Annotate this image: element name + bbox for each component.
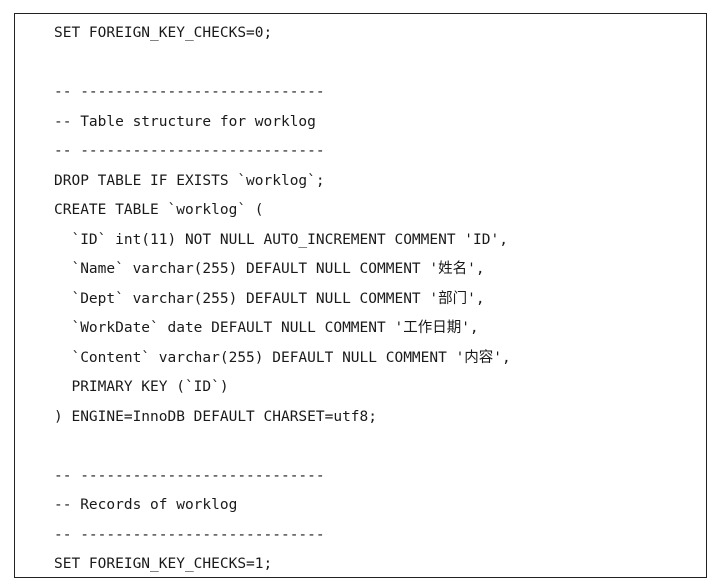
code-line: `Content` varchar(255) DEFAULT NULL COMM…	[54, 349, 511, 366]
code-line	[54, 432, 511, 462]
code-line: `ID` int(11) NOT NULL AUTO_INCREMENT COM…	[54, 231, 508, 248]
code-line: ) ENGINE=InnoDB DEFAULT CHARSET=utf8;	[54, 408, 378, 425]
code-line: -- ----------------------------	[54, 143, 325, 159]
code-line: DROP TABLE IF EXISTS `worklog`;	[54, 172, 325, 189]
code-line: `WorkDate` date DEFAULT NULL COMMENT '工作…	[54, 320, 479, 336]
code-line: `Dept` varchar(255) DEFAULT NULL COMMENT…	[54, 290, 485, 307]
code-line: SET FOREIGN_KEY_CHECKS=0;	[54, 25, 273, 41]
code-lines: SET FOREIGN_KEY_CHECKS=0; -- -----------…	[54, 19, 511, 580]
code-line: -- ----------------------------	[54, 526, 325, 543]
code-line: PRIMARY KEY (`ID`)	[54, 379, 229, 395]
code-line: -- Table structure for worklog	[54, 113, 316, 130]
code-line: `Name` varchar(255) DEFAULT NULL COMMENT…	[54, 261, 485, 277]
code-line: -- ----------------------------	[54, 84, 325, 100]
code-line: -- ----------------------------	[54, 467, 325, 484]
code-line	[54, 49, 511, 79]
code-line: -- Records of worklog	[54, 497, 238, 513]
code-line: SET FOREIGN_KEY_CHECKS=1;	[54, 556, 273, 572]
code-line: CREATE TABLE `worklog` (	[54, 202, 264, 218]
code-block: SET FOREIGN_KEY_CHECKS=0; -- -----------…	[14, 13, 707, 578]
